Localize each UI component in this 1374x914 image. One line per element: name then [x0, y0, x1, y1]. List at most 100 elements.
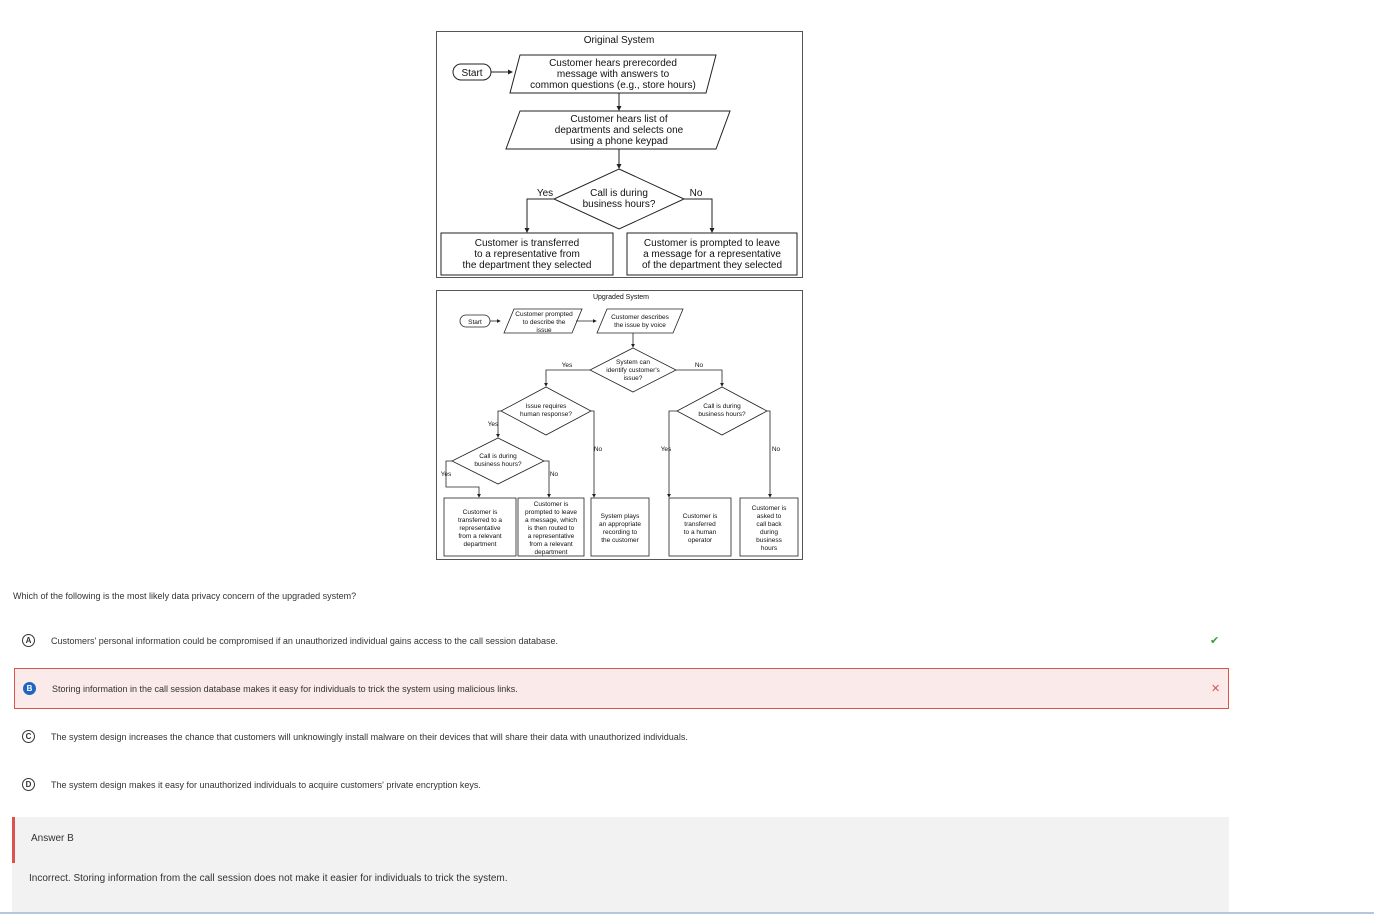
choice-b-text: Storing information in the call session … — [52, 683, 518, 694]
svg-text:No: No — [772, 446, 781, 453]
svg-text:the department they selected: the department they selected — [463, 260, 592, 271]
svg-text:Yes: Yes — [562, 362, 573, 369]
svg-text:common questions (e.g., store: common questions (e.g., store hours) — [530, 80, 696, 91]
svg-text:is then routed to: is then routed to — [528, 525, 575, 532]
svg-text:a message, which: a message, which — [525, 517, 577, 524]
svg-text:transferred: transferred — [684, 521, 716, 528]
svg-text:representative: representative — [459, 525, 501, 532]
original-step2 — [505, 110, 731, 150]
original-system-diagram: Original System Start Customer hears pre… — [436, 31, 803, 278]
original-title: Original System — [584, 35, 655, 46]
upgraded-outcome-transfer-dept — [443, 497, 517, 557]
feedback-panel: Answer B Incorrect. Storing information … — [12, 817, 1229, 914]
choice-d[interactable]: D The system design makes it easy for un… — [14, 764, 1229, 805]
svg-text:issue: issue — [536, 327, 552, 334]
svg-text:call back: call back — [756, 521, 782, 528]
svg-text:human response?: human response? — [520, 411, 572, 418]
svg-text:business hours?: business hours? — [583, 199, 656, 210]
choice-a-radio[interactable]: A — [22, 634, 35, 647]
svg-text:an appropriate: an appropriate — [599, 521, 641, 528]
svg-text:prompted to leave: prompted to leave — [525, 509, 577, 516]
svg-text:Call is during: Call is during — [479, 453, 517, 460]
correct-checkmark-icon: ✔ — [1210, 635, 1220, 647]
svg-text:business hours?: business hours? — [698, 411, 746, 418]
svg-text:departments and selects one: departments and selects one — [555, 125, 684, 136]
svg-text:Customer is: Customer is — [752, 505, 787, 512]
svg-text:asked to: asked to — [757, 513, 782, 520]
svg-text:using a phone keypad: using a phone keypad — [570, 136, 668, 147]
svg-text:Customer is: Customer is — [534, 501, 569, 508]
svg-text:identify customer's: identify customer's — [606, 367, 660, 374]
feedback-error-bar — [12, 817, 15, 863]
svg-text:System can: System can — [616, 359, 650, 366]
svg-text:System plays: System plays — [601, 513, 640, 520]
choice-a[interactable]: A Customers' personal information could … — [14, 620, 1229, 661]
upgraded-outcome-callback — [739, 497, 799, 557]
choice-c[interactable]: C The system design increases the chance… — [14, 716, 1229, 757]
svg-text:recording to: recording to — [603, 529, 638, 536]
svg-text:Customer hears prerecorded: Customer hears prerecorded — [549, 58, 677, 69]
svg-text:No: No — [594, 446, 603, 453]
svg-text:Customer prompted: Customer prompted — [515, 311, 573, 318]
svg-text:to a representative from: to a representative from — [474, 249, 580, 260]
svg-text:of the department they selecte: of the department they selected — [642, 260, 782, 271]
upgraded-title: Upgraded System — [593, 294, 649, 301]
svg-text:Customer hears list of: Customer hears list of — [570, 114, 667, 125]
original-start-label: Start — [461, 68, 482, 79]
svg-text:Call is during: Call is during — [590, 188, 648, 199]
upgraded-decision-human — [500, 386, 592, 436]
svg-text:transferred to a: transferred to a — [458, 517, 502, 524]
svg-text:from a relevant: from a relevant — [458, 533, 502, 540]
flowchart-figure: Original System Start Customer hears pre… — [436, 31, 803, 560]
svg-text:business hours?: business hours? — [474, 461, 522, 468]
svg-text:during: during — [760, 529, 778, 536]
svg-text:department: department — [464, 541, 497, 548]
feedback-text: Incorrect. Storing information from the … — [29, 873, 508, 884]
svg-text:Start: Start — [468, 319, 482, 326]
original-decision — [552, 168, 686, 230]
original-outcome-yes — [440, 232, 614, 276]
svg-text:Customer is prompted to leave: Customer is prompted to leave — [644, 238, 781, 249]
svg-text:No: No — [550, 471, 559, 478]
upgraded-outcome-operator — [668, 497, 732, 557]
svg-text:to a human: to a human — [684, 529, 717, 536]
upgraded-step2 — [596, 308, 684, 334]
upgraded-outcome-message — [517, 497, 585, 557]
svg-text:Customer describes: Customer describes — [611, 314, 670, 321]
upgraded-decision-identify — [589, 347, 677, 393]
svg-text:message with answers to: message with answers to — [557, 69, 670, 80]
choice-d-radio[interactable]: D — [22, 778, 35, 791]
original-outcome-no — [626, 232, 798, 276]
svg-text:a representative: a representative — [528, 533, 575, 540]
original-yes-label: Yes — [537, 188, 553, 199]
choice-c-radio[interactable]: C — [22, 730, 35, 743]
svg-text:Yes: Yes — [488, 421, 499, 428]
answer-label: Answer B — [31, 833, 74, 844]
svg-text:operator: operator — [688, 537, 713, 544]
svg-text:business: business — [756, 537, 782, 544]
svg-text:Customer is: Customer is — [463, 509, 498, 516]
bottom-divider — [0, 912, 1374, 914]
svg-text:Customer is: Customer is — [683, 513, 718, 520]
question-text: Which of the following is the most likel… — [13, 591, 357, 601]
choice-d-text: The system design makes it easy for unau… — [51, 779, 481, 790]
svg-text:department: department — [535, 549, 568, 556]
choice-a-text: Customers' personal information could be… — [51, 635, 558, 646]
upgraded-outcome-recording — [590, 497, 650, 557]
original-step1 — [509, 54, 717, 94]
choice-b[interactable]: B Storing information in the call sessio… — [14, 668, 1229, 709]
upgraded-decision-hours-left — [451, 437, 545, 485]
upgraded-system-diagram: Upgraded System Start Customer prompted … — [436, 290, 803, 560]
upgraded-decision-hours-right — [676, 386, 768, 436]
choice-c-text: The system design increases the chance t… — [51, 731, 688, 742]
svg-text:No: No — [695, 362, 704, 369]
svg-text:Issue requires: Issue requires — [526, 403, 568, 410]
choice-b-radio[interactable]: B — [23, 682, 36, 695]
svg-text:hours: hours — [761, 545, 778, 552]
svg-text:the issue by voice: the issue by voice — [614, 322, 666, 329]
original-no-label: No — [690, 188, 703, 199]
upgraded-step1 — [503, 308, 583, 334]
svg-text:Yes: Yes — [661, 446, 672, 453]
svg-text:the customer: the customer — [601, 537, 639, 544]
svg-text:Customer is transferred: Customer is transferred — [475, 238, 579, 249]
